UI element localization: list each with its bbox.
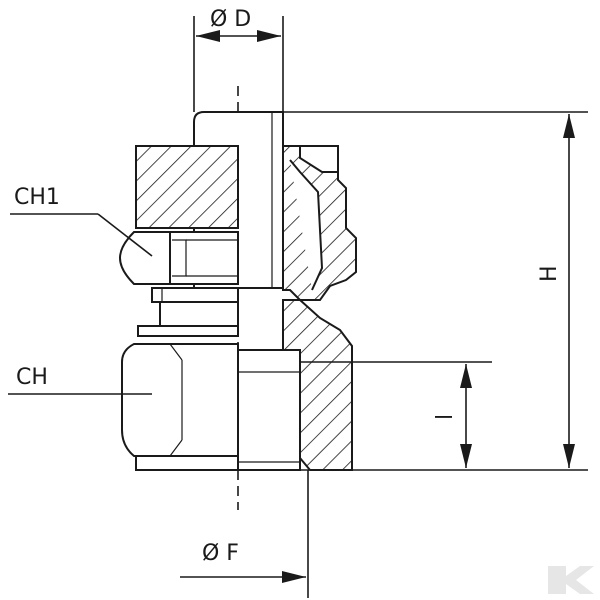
upper-nut-section xyxy=(135,145,239,229)
ch-hex xyxy=(121,343,239,457)
dimension-d: Ø D xyxy=(193,7,284,112)
label-length-l: l xyxy=(433,414,458,420)
label-diameter-f: Ø F xyxy=(202,541,239,566)
upper-nut xyxy=(118,145,239,303)
lower-body xyxy=(121,343,301,471)
label-height-h: H xyxy=(537,265,562,282)
dimension-f: Ø F xyxy=(180,470,309,598)
label-diameter-d: Ø D xyxy=(210,7,251,32)
label-ch1: CH1 xyxy=(14,185,60,210)
ch1-hex xyxy=(118,231,171,285)
dimension-l: l xyxy=(300,361,492,468)
label-ch: CH xyxy=(16,365,48,390)
dimension-h: H xyxy=(537,114,575,468)
kramp-k-logo-icon xyxy=(548,566,594,594)
middle-ring xyxy=(137,301,239,337)
leader-ch1: CH1 xyxy=(10,185,153,257)
leader-ch: CH xyxy=(8,365,152,395)
